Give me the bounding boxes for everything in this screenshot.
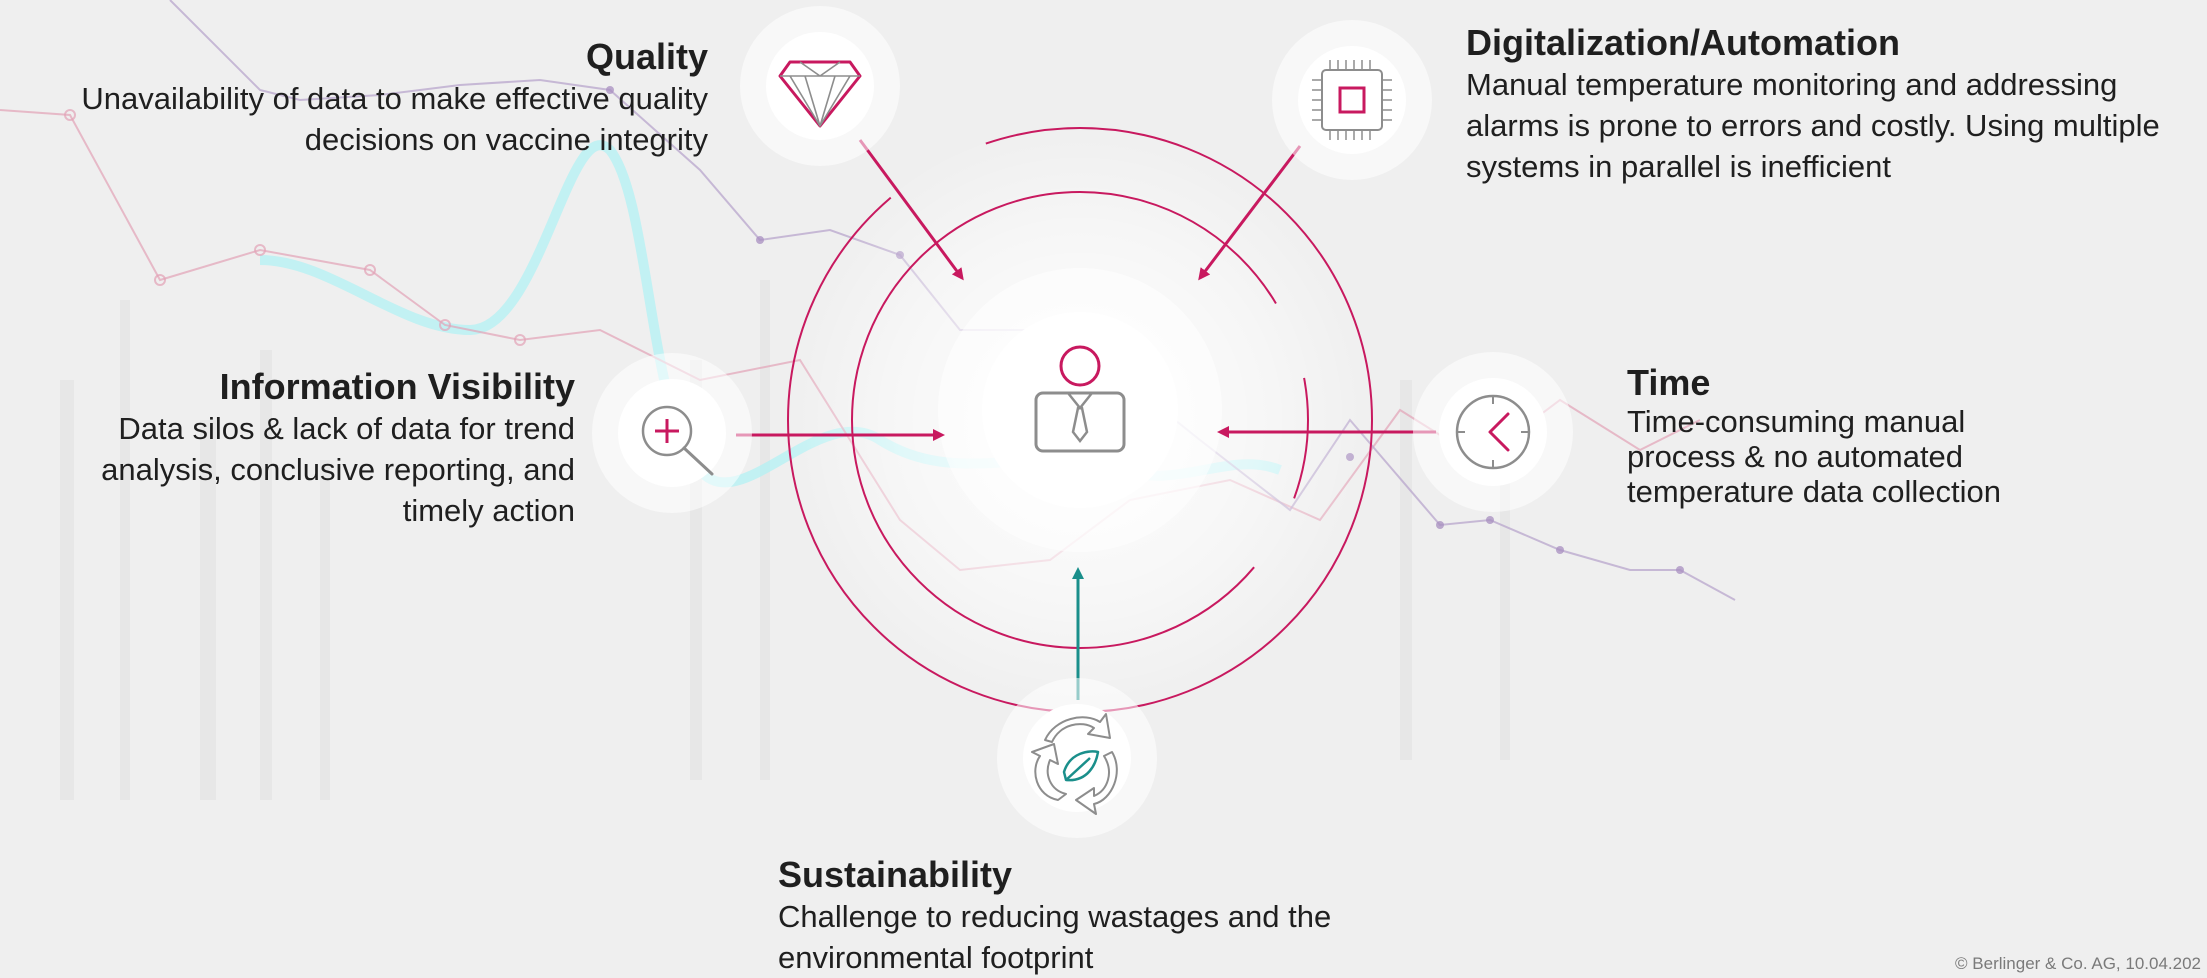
time-node bbox=[1413, 352, 1573, 512]
chip-icon bbox=[1312, 60, 1392, 140]
visibility-text: Information Visibility Data silos & lack… bbox=[15, 366, 575, 531]
sustainability-title: Sustainability bbox=[778, 854, 1013, 895]
quality-body: Unavailability of data to make effective… bbox=[81, 81, 708, 157]
time-title: Time bbox=[1627, 362, 1711, 403]
diamond-icon bbox=[778, 60, 862, 128]
quality-node bbox=[740, 6, 900, 166]
magnifier-icon bbox=[641, 405, 714, 476]
time-text: Time Time-consuming manual process & no … bbox=[1627, 362, 2067, 509]
sustainability-text: Sustainability Challenge to reducing was… bbox=[778, 854, 1418, 978]
center-node bbox=[938, 268, 1222, 552]
visibility-title: Information Visibility bbox=[219, 366, 575, 407]
sustainability-body: Challenge to reducing wastages and the e… bbox=[778, 899, 1332, 975]
visibility-node bbox=[592, 353, 752, 513]
time-body: Time-consuming manual process & no autom… bbox=[1627, 404, 2001, 509]
quality-title: Quality bbox=[585, 36, 708, 77]
quality-text: Quality Unavailability of data to make e… bbox=[0, 36, 708, 160]
inner-ring bbox=[851, 191, 1309, 649]
visibility-body: Data silos & lack of data for trend anal… bbox=[101, 411, 575, 528]
digitalization-text: Digitalization/Automation Manual tempera… bbox=[1466, 22, 2196, 187]
sustainability-node bbox=[997, 678, 1157, 838]
person-with-tie-icon bbox=[1034, 345, 1126, 453]
arrow-quality bbox=[858, 139, 964, 281]
digitalization-title: Digitalization/Automation bbox=[1466, 22, 1900, 63]
recycle-leaf-icon bbox=[1031, 713, 1118, 815]
digitalization-body: Manual temperature monitoring and addres… bbox=[1466, 67, 2160, 184]
digitalization-node bbox=[1272, 20, 1432, 180]
clock-icon bbox=[1455, 394, 1531, 470]
copyright-footer: © Berlinger & Co. AG, 10.04.202 bbox=[1955, 954, 2201, 973]
arrow-digitalization bbox=[1198, 145, 1302, 281]
